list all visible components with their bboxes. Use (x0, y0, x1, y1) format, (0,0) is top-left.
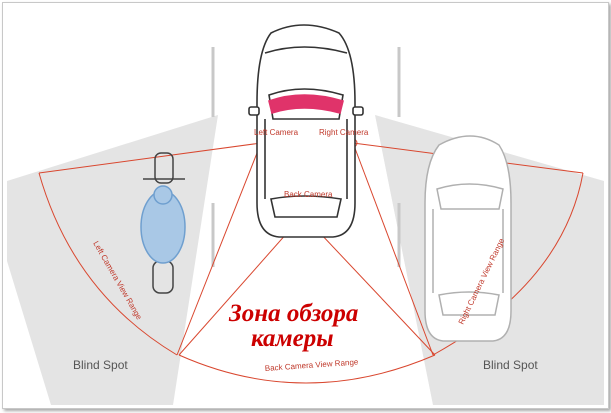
motorcycle (140, 152, 186, 294)
caption-line-1: Зона обзора (228, 300, 358, 327)
caption-line-2: камеры (251, 325, 334, 352)
blind-spot-right-label: Blind Spot (483, 358, 538, 372)
parking-lines (211, 47, 401, 267)
rear-view-cone (183, 121, 421, 405)
back-camera-label: Back Camera (284, 190, 333, 199)
camera-coverage-diagram: Left Camera Right Camera Back Camera Lef… (2, 2, 609, 409)
left-camera-label: Left Camera (254, 128, 299, 137)
main-car (248, 24, 364, 238)
blind-spot-left-label: Blind Spot (73, 358, 128, 372)
neighbor-car (424, 135, 512, 342)
rear-window-highlight (268, 94, 344, 115)
right-camera-label: Right Camera (319, 128, 369, 137)
diagram-canvas: Left Camera Right Camera Back Camera Lef… (7, 24, 604, 405)
